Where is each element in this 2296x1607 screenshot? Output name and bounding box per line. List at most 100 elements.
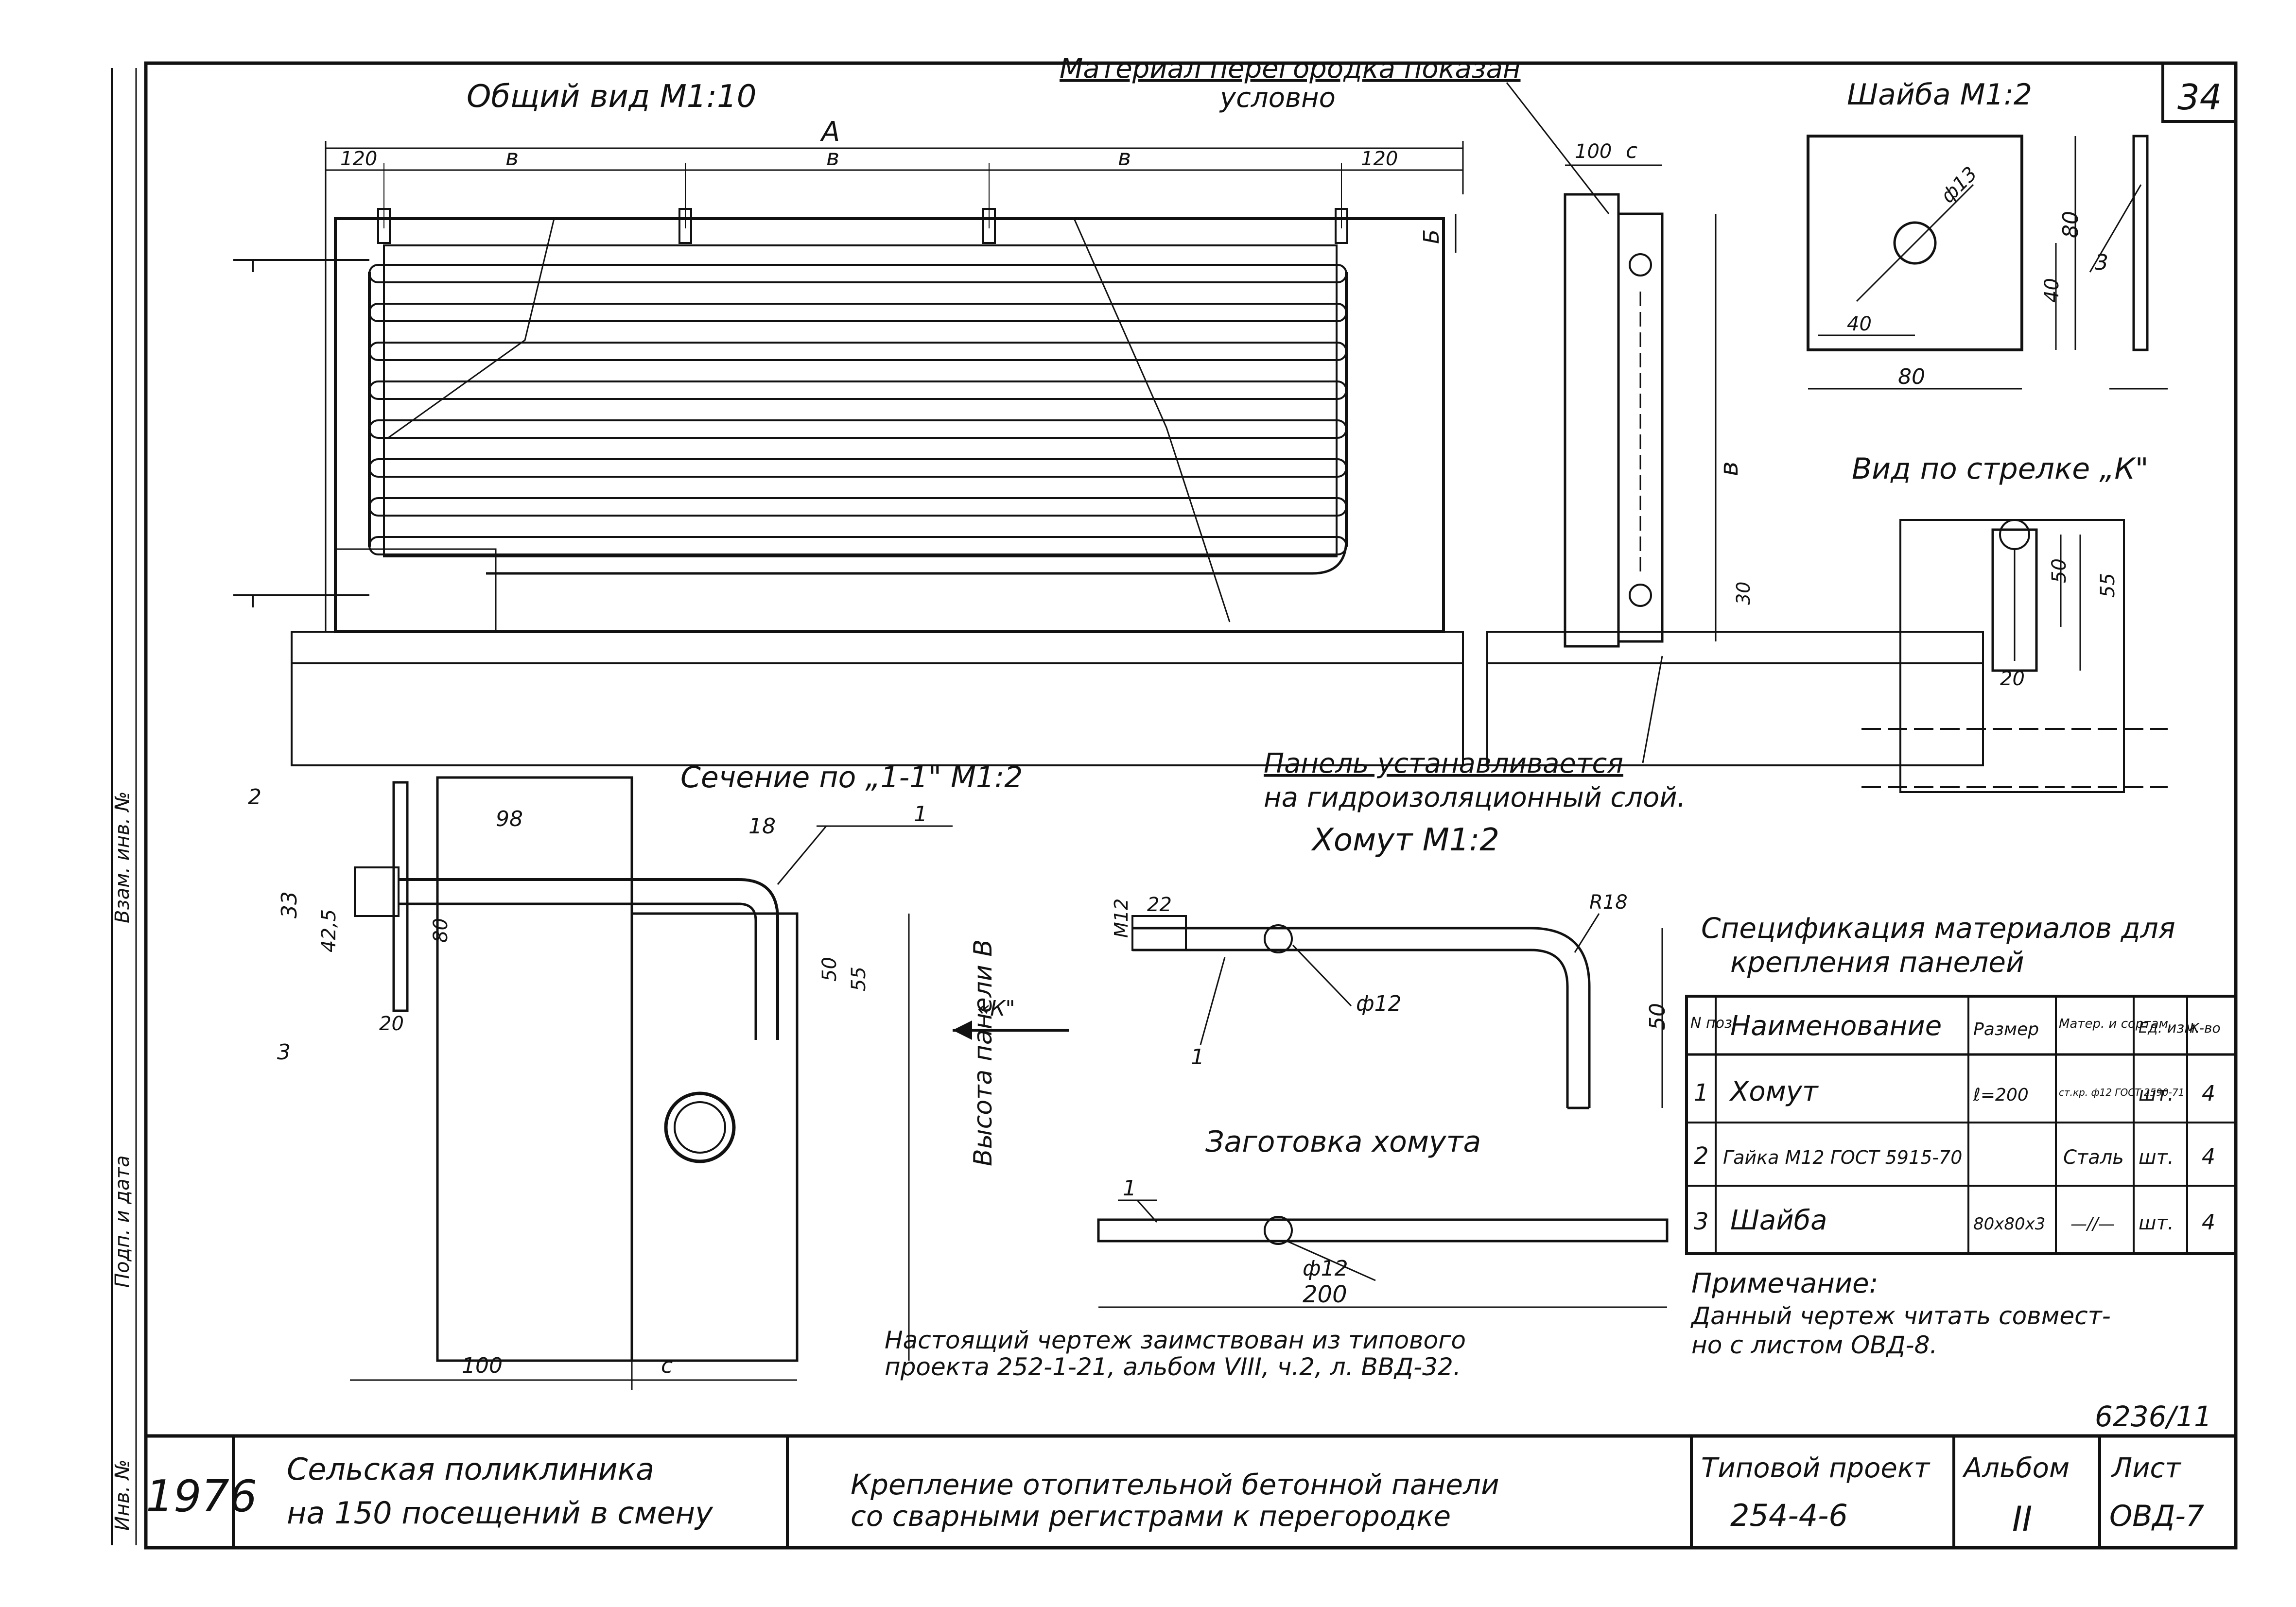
spec-title-line-2: крепления панелей [1730,946,2024,979]
arrow-k-label: «К" [977,996,1015,1021]
title-block: 1976 Сельская поликлиника на 150 посещен… [146,1436,2204,1548]
spec-row-3-name: Шайба [1730,1205,1827,1236]
spec-row-2-qty: 4 [2202,1144,2215,1169]
dim-a: А [820,116,840,148]
section-dim-18: 18 [748,814,776,839]
register-tubes [233,259,1348,596]
section-dim-98: 98 [496,807,523,831]
drawing-code: 6236/11 [2095,1400,2212,1433]
side-view: 100 с в 30 Панель устанавливается на гид… [1264,138,1984,813]
section-pos-3: 3 [277,1040,291,1065]
clamp-22: 22 [1147,894,1172,916]
mounting-note-line-1: Панель устанавливается [1264,748,1623,779]
title-list-label: Лист [2111,1452,2181,1484]
arrow-view-detail: Вид по стрелке „К" 50 55 20 [1852,452,2168,793]
title-project-code: 254-4-6 [1730,1498,1848,1533]
title-project-label: Типовой проект [1701,1452,1931,1484]
spec-row-2-material: Сталь [2063,1146,2124,1169]
mounting-note-line-2: на гидроизоляционный слой. [1264,782,1686,813]
material-note-line-2: условно [1219,82,1336,114]
title-object-line-2: на 150 посещений в смену [287,1495,713,1531]
clamp-detail: Хомут М1:2 М12 22 ф12 R18 50 1 Заготовка… [1097,822,1670,1308]
spec-row-2-name: Гайка М12 ГОСТ 5915-70 [1723,1147,1962,1168]
side-dim-b: в [1715,461,1744,476]
dim-b3: в [1118,144,1131,171]
arrow-view-55: 55 [2097,573,2119,598]
section-height-label: Высота панели В [969,939,998,1166]
section-dim-42-5: 42,5 [318,909,340,952]
clamp-blank-title: Заготовка хомута [1205,1125,1481,1159]
spec-row-3-unit: шт. [2139,1212,2174,1234]
title-year: 1976 [146,1471,257,1522]
section-dim-100: 100 [462,1353,503,1378]
washer-w: 80 [1898,364,1925,389]
borrowed-note-line-2: проекта 252-1-21, альбом VIII, ч.2, л. В… [885,1353,1461,1381]
dim-b1: в [505,144,519,171]
borrowed-note-line-1: Настоящий чертеж заимствован из типового [885,1326,1466,1354]
spec-row-3-pos: 3 [1694,1208,1709,1235]
clamp-pos-1: 1 [1191,1045,1204,1070]
side-dim-30: 30 [1733,582,1754,605]
washer-t: 3 [2095,250,2108,275]
section-title: Сечение по „1-1" М1:2 [680,760,1023,795]
title-object-line-1: Сельская поликлиника [287,1451,654,1487]
spec-header-pos: N поз. [1690,1015,1737,1032]
margin-stamp-line-3: Взам. инв. № [111,791,134,923]
clamp-50: 50 [1645,1003,1670,1030]
section-dim-50: 50 [818,957,841,982]
spec-row-1-pos: 1 [1694,1079,1709,1106]
spec-row-2-pos: 2 [1694,1142,1709,1170]
arrow-view-title: Вид по стрелке „К" [1852,452,2149,486]
arrow-view-50: 50 [2048,558,2070,583]
general-view-title: Общий вид М1:10 [467,79,757,115]
spec-row-3-material: —//— [2070,1214,2115,1234]
sheet-frame: 34 6236/11 [144,61,2238,1550]
section-dim-80: 80 [430,918,452,943]
spec-row-3-size: 80х80х3 [1973,1214,2045,1234]
section-pos-1: 1 [914,802,927,827]
spec-row-2-unit: шт. [2139,1146,2174,1169]
dim-end-right: 120 [1361,148,1398,170]
note-line-2: но с листом ОВД-8. [1691,1331,1937,1359]
clamp-title: Хомут М1:2 [1311,822,1499,858]
blank-pos-1: 1 [1123,1176,1136,1201]
clamp-m12: М12 [1111,899,1132,938]
spec-header-qty: К-во [2190,1020,2221,1036]
dim-h: Б [1419,229,1444,244]
spec-header-material: Матер. и сортам. [2059,1017,2172,1031]
side-dim-100: 100 [1575,140,1612,163]
blank-dia: ф12 [1303,1256,1348,1281]
spec-row-1-name: Хомут [1729,1076,1819,1107]
dim-b2: в [826,144,839,171]
section-dim-33: 33 [277,891,302,918]
section-dim-55: 55 [848,967,870,991]
spec-title-line-1: Спецификация материалов для [1701,912,2175,945]
spec-row-1-qty: 4 [2202,1081,2215,1106]
washer-half-w: 40 [1847,313,1872,335]
dim-end-left: 120 [340,148,377,170]
general-view: Общий вид М1:10 Материал перегородка пок… [233,53,1610,766]
spec-header-size: Размер [1973,1019,2039,1039]
sheet-number: 34 [2177,77,2222,118]
spec-header-unit: Ед. изм. [2139,1019,2200,1037]
title-album-value: II [2012,1499,2032,1539]
clamp-marks [377,208,1348,244]
spec-row-1-size: ℓ=200 [1973,1085,2029,1105]
note-line-1: Данный чертеж читать совмест- [1690,1302,2111,1330]
title-sheet-line-1: Крепление отопительной бетонной панели [851,1468,1499,1501]
title-list-value: ОВД-7 [2109,1499,2204,1533]
clamp-r: R18 [1589,891,1628,914]
margin-stamp: Инв. № Подп. и дата Взам. инв. № [111,68,137,1545]
title-album-label: Альбом [1962,1452,2070,1484]
title-sheet-line-2: со сварными регистрами к перегородке [851,1500,1451,1533]
washer-h: 80 [2058,211,2083,238]
washer-detail: Шайба М1:2 ф13 40 80 80 40 3 [1807,78,2168,390]
spec-row-1-unit: шт. [2139,1083,2174,1106]
washer-half-h: 40 [2041,278,2063,303]
section-detail: Сечение по „1-1" М1:2 98 18 33 42,5 80 2… [248,760,1069,1390]
clamp-dia: ф12 [1356,991,1402,1016]
blank-len: 200 [1303,1281,1347,1308]
section-dim-20: 20 [379,1013,404,1035]
spec-table: Спецификация материалов для крепления па… [1685,912,2237,1255]
